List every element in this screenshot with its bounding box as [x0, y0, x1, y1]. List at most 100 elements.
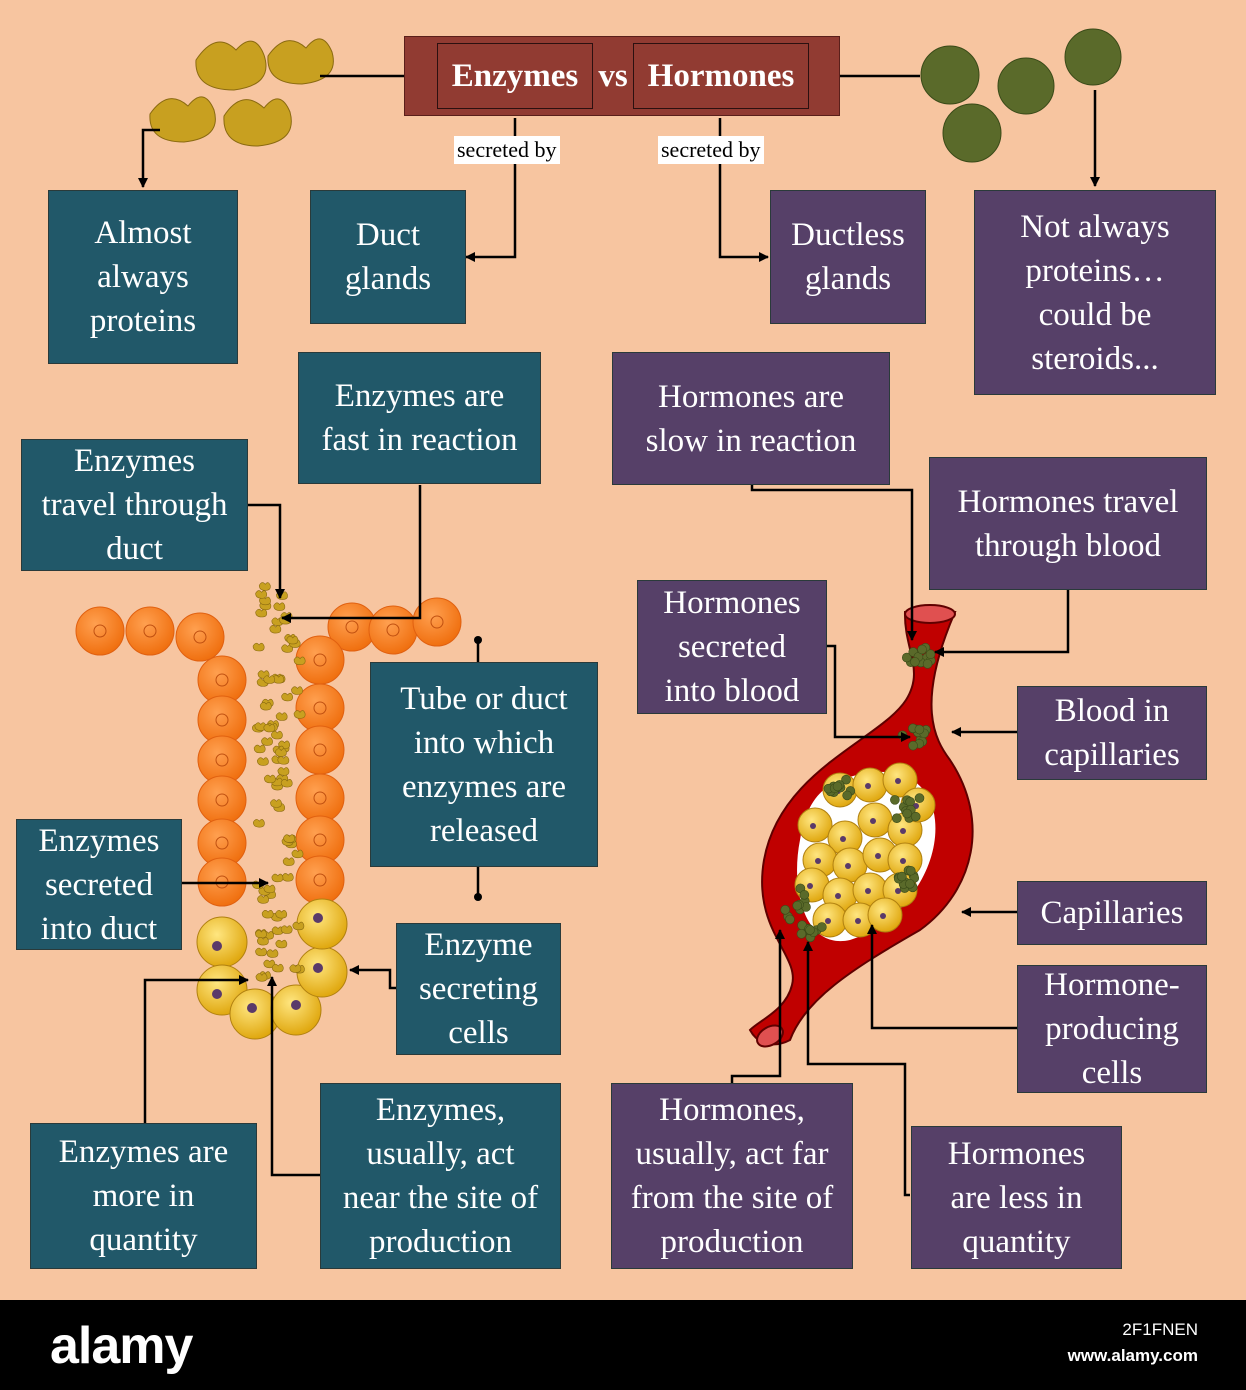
hormone-particle: [892, 813, 902, 824]
enzymes-act-near-box: Enzymes, usually, act near the site of p…: [320, 1083, 561, 1269]
hormone-particle: [780, 905, 791, 915]
enzyme-particle: [255, 947, 267, 957]
enzyme-secreting-cells-box: Enzyme secreting cells: [396, 923, 561, 1055]
enzyme-particle: [289, 964, 302, 973]
enzyme-secreting-cells-icon: [196, 898, 348, 1040]
enzyme-particle: [280, 925, 293, 934]
hormones-travel-blood-box: Hormones travel through blood: [929, 457, 1207, 590]
enzymes-secreted-duct-box: Enzymes secreted into duct: [16, 819, 182, 950]
ductless-glands-box: Ductless glands: [770, 190, 926, 324]
hormones-slow-reaction-box: Hormones are slow in reaction: [612, 352, 890, 485]
diagram-canvas: Enzymes vs Hormones secreted by secreted…: [16, 28, 1216, 1269]
hormone-particle: [901, 652, 912, 663]
enzyme-particle: [280, 778, 293, 788]
enzyme-particle: [269, 625, 282, 634]
enzyme-particle: [266, 949, 279, 958]
hormone-particle: [905, 865, 916, 876]
almost-always-proteins-box: Almost always proteins: [48, 190, 238, 364]
hormone-producing-cells-box: Hormone- producing cells: [1017, 965, 1207, 1093]
cell-nucleus: [807, 883, 813, 889]
cell-nucleus: [865, 888, 871, 894]
enzyme-particle: [255, 929, 267, 939]
blood-vessel-icon: [748, 604, 974, 1048]
duct-glands-box: Duct glands: [310, 190, 466, 324]
enzyme-particle: [281, 692, 294, 702]
enzyme-particle: [292, 921, 305, 931]
illustration-layer: [75, 28, 1122, 1048]
enzyme-particle: [257, 895, 269, 904]
hormone-particle: [905, 879, 915, 889]
enzymes-fast-reaction-box: Enzymes are fast in reaction: [298, 352, 541, 484]
cell-nucleus: [900, 858, 906, 864]
enzyme-particle: [257, 757, 269, 766]
hormone-particle: [897, 871, 907, 882]
enzyme-particle: [275, 712, 288, 721]
tube-or-duct-box: Tube or duct into which enzymes are rele…: [370, 662, 598, 867]
enzyme-particle: [281, 873, 294, 882]
enzyme-particle: [255, 608, 268, 618]
cell-nucleus: [870, 818, 876, 824]
cell-nucleus: [845, 863, 851, 869]
cell-nucleus: [875, 853, 881, 859]
enzyme-particle: [272, 675, 285, 684]
enzyme-particle: [261, 737, 273, 746]
enzyme-particle: [263, 959, 276, 969]
hormone-particle: [832, 781, 843, 792]
enzyme-particle: [271, 730, 283, 740]
cell-nucleus: [900, 828, 906, 834]
cell-nucleus: [835, 893, 841, 899]
enzyme-particle: [271, 963, 284, 973]
image-id: 2F1FNEN: [1122, 1320, 1198, 1339]
enzyme-particle: [293, 710, 306, 719]
cell-nucleus: [895, 888, 901, 894]
hormone-particle: [910, 811, 921, 822]
enzyme-particle: [252, 819, 265, 828]
enzymes-more-quantity-box: Enzymes are more in quantity: [30, 1123, 257, 1269]
enzyme-particle: [270, 799, 282, 808]
title-vs: vs: [598, 57, 628, 94]
enzyme-particle: [255, 973, 268, 982]
title-banner: Enzymes vs Hormones: [404, 36, 840, 116]
hormone-particle: [890, 795, 900, 805]
hormone-particle: [805, 925, 815, 935]
image-url: www.alamy.com: [1067, 1346, 1198, 1365]
enzyme-particle: [277, 767, 290, 776]
cell-nucleus: [895, 778, 901, 784]
enzyme-particle: [274, 748, 287, 757]
not-always-proteins-box: Not always proteins… could be steroids..…: [974, 190, 1216, 395]
title-enzymes: Enzymes: [437, 43, 593, 109]
cell-nucleus: [865, 783, 871, 789]
cell-nucleus: [880, 913, 886, 919]
enzyme-particle: [255, 590, 268, 599]
enzyme-particle: [264, 774, 276, 784]
hormone-particle: [792, 900, 803, 911]
enzyme-particle: [291, 849, 304, 859]
enzyme-particles-in-duct: [252, 582, 306, 982]
enzyme-particle: [282, 857, 295, 866]
enzyme-particle: [275, 910, 288, 919]
cell-nucleus: [840, 836, 846, 842]
hormone-particle: [917, 644, 927, 655]
enzyme-particle: [252, 642, 265, 652]
cell-nucleus: [825, 918, 831, 924]
cell-nucleus: [855, 918, 861, 924]
hormone-particle: [842, 790, 852, 801]
hormone-particle: [902, 808, 912, 819]
alamy-logo: alamy: [50, 1317, 193, 1375]
enzyme-particle: [291, 686, 303, 695]
hormone-particle: [785, 914, 795, 925]
enzyme-particle: [273, 602, 286, 611]
enzyme-particle: [263, 723, 276, 733]
hormones-less-quantity-box: Hormones are less in quantity: [911, 1126, 1122, 1269]
enzyme-particle: [275, 939, 288, 949]
enzyme-particle: [259, 702, 272, 711]
connector-layer: [138, 71, 1100, 1197]
hormone-particle: [914, 793, 925, 803]
hormone-particle: [817, 922, 827, 932]
hormones-secreted-blood-box: Hormones secreted into blood: [637, 580, 827, 714]
enzyme-particle: [261, 910, 274, 919]
hormone-molecules-icon: [920, 28, 1122, 163]
cell-nucleus: [810, 823, 816, 829]
secreted-by-left-label: secreted by: [454, 136, 560, 164]
hormone-particle: [796, 929, 807, 939]
